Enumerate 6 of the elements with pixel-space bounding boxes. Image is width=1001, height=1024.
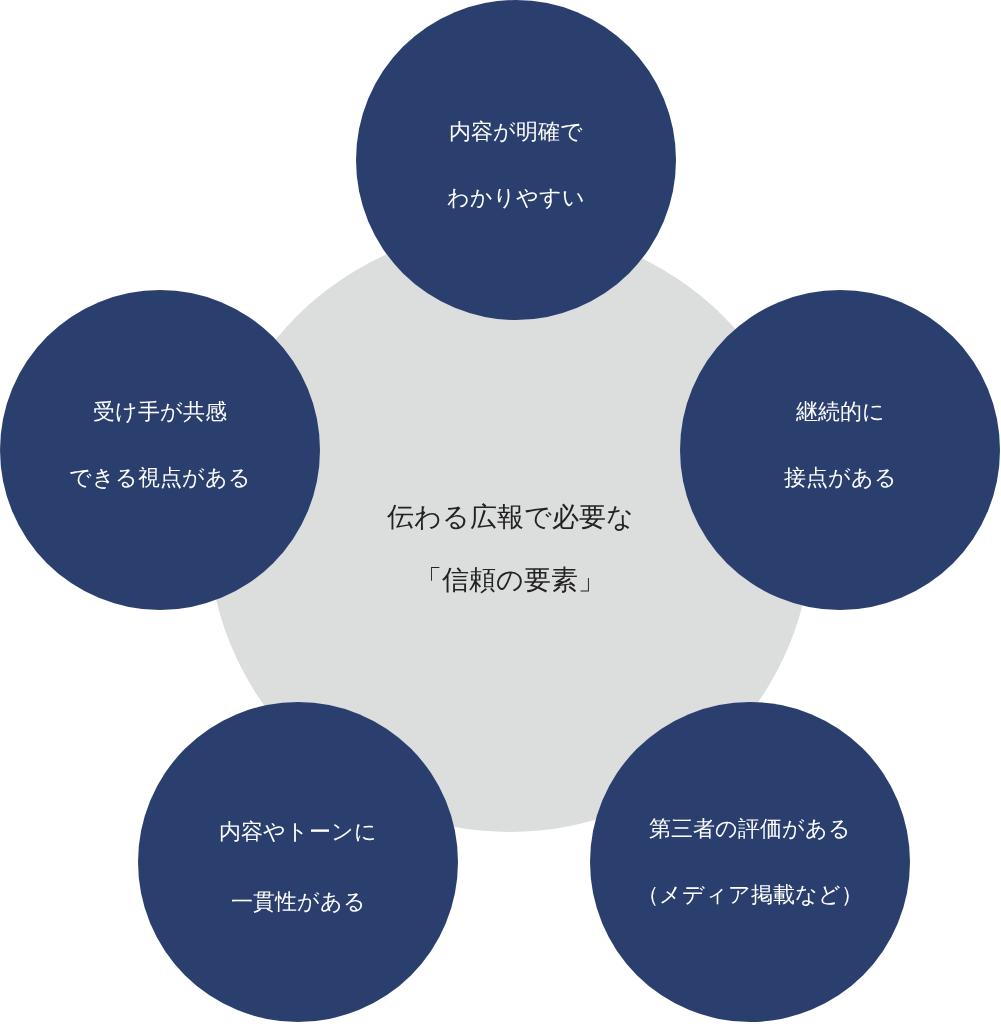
circle-label: 内容やトーンに一貫性がある bbox=[219, 818, 377, 916]
circle-label: 内容が明確でわかりやすい bbox=[447, 118, 585, 212]
circle-label: 受け手が共感できる視点がある bbox=[69, 398, 251, 492]
center-label: 伝わる広報で必要な「信頼の要素」 bbox=[386, 500, 634, 597]
circle-label: 継続的に接点がある bbox=[783, 398, 897, 492]
circle-label: 第三者の評価がある（メディア掲載など） bbox=[637, 815, 863, 909]
